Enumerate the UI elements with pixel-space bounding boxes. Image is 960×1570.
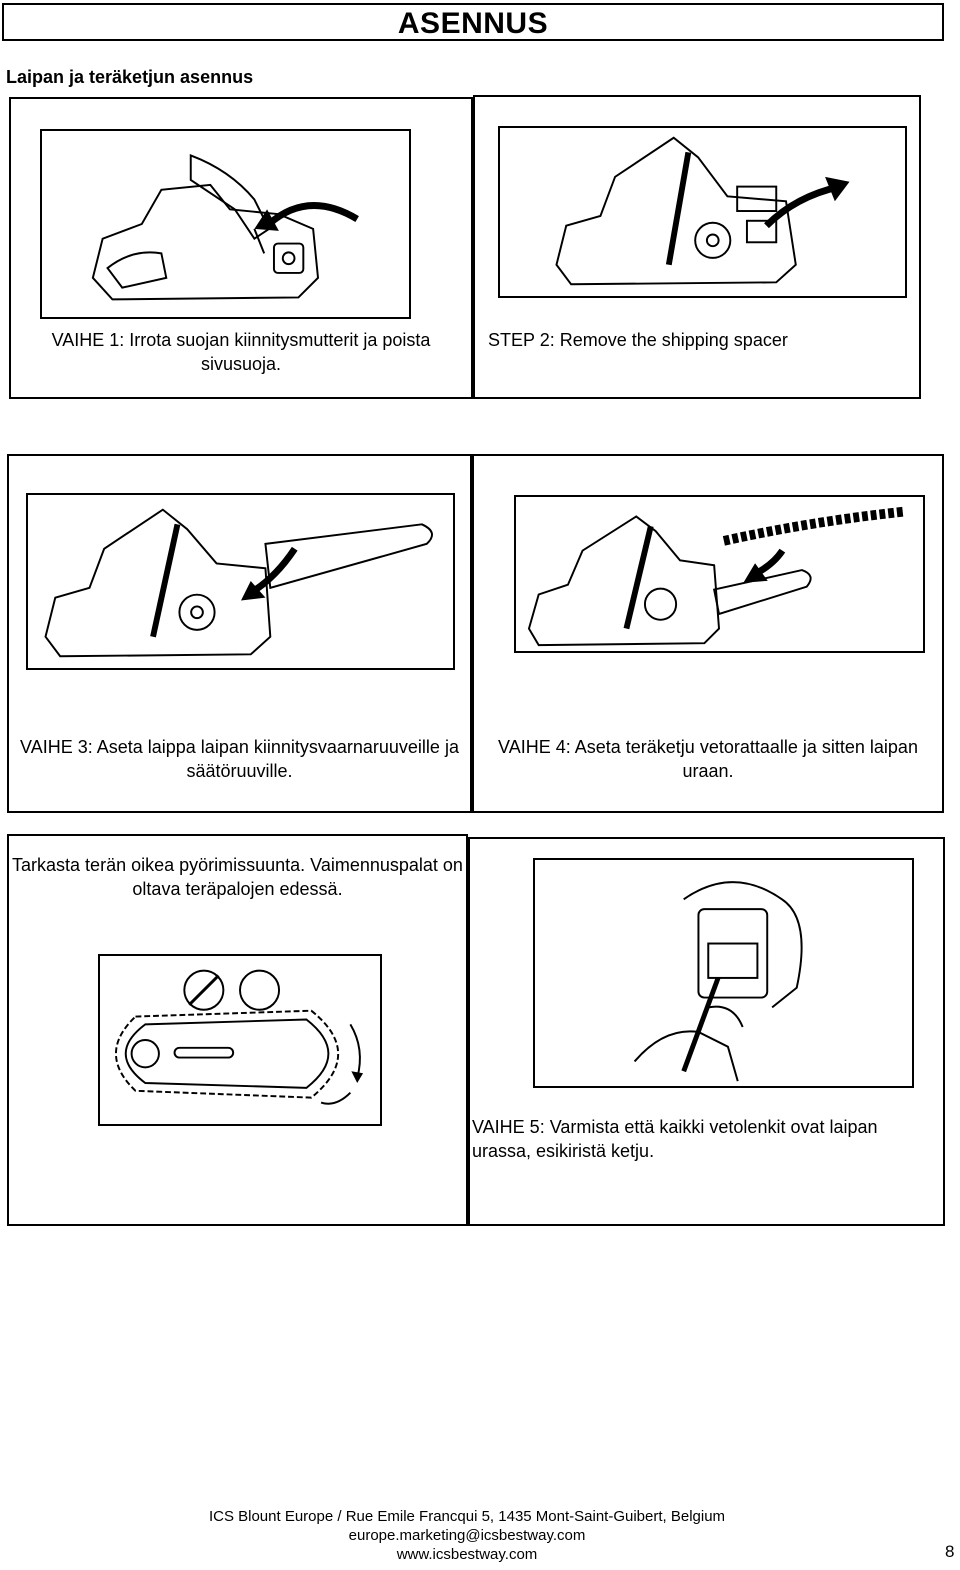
footer-email: europe.marketing@icsbestway.com [348, 1527, 586, 1544]
step-2-caption: STEP 2: Remove the shipping spacer [488, 330, 788, 350]
page-header: ASENNUS [2, 3, 944, 41]
footer-address: ICS Blount Europe / Rue Emile Francqui 5… [208, 1508, 726, 1525]
step-4-caption: VAIHE 4: Aseta teräketju vetorattaalle j… [498, 737, 918, 781]
step-2-panel [473, 95, 921, 399]
step-4-figure [514, 495, 925, 653]
direction-caption: Tarkasta terän oikea pyörimissuunta. Vai… [12, 855, 463, 899]
chain-direction-figure [98, 954, 382, 1126]
footer-web: www.icsbestway.com [396, 1546, 538, 1563]
chainsaw-cover-removal-illustration [91, 154, 359, 301]
page-footer: ICS Blount Europe / Rue Emile Francqui 5… [0, 1507, 934, 1564]
step-1-caption: VAIHE 1: Irrota suojan kiinnitysmutterit… [51, 330, 431, 374]
page-title: ASENNUS [397, 7, 549, 40]
step-1-panel [9, 97, 473, 399]
step-5-panel [468, 837, 945, 1226]
step-2-figure [498, 126, 907, 298]
step-3-panel [7, 454, 472, 813]
step-3-figure [26, 493, 455, 670]
step-4-panel [472, 454, 944, 813]
chainsaw-shipping-spacer-illustration [555, 136, 850, 286]
step-3-caption: VAIHE 3: Aseta laippa laipan kiinnitysva… [20, 737, 459, 781]
step-5-caption: VAIHE 5: Varmista että kaikki vetolenkit… [472, 1117, 878, 1161]
step-1-figure [40, 129, 411, 319]
chainsaw-tensioning-illustration [633, 881, 803, 1082]
chainsaw-chain-mounting-illustration [527, 506, 905, 647]
section-title: Laipan ja teräketjun asennus [6, 67, 254, 87]
page-number: 8 [945, 1542, 955, 1561]
step-5-figure [533, 858, 914, 1088]
direction-panel [7, 834, 468, 1226]
chainsaw-bar-mounting-illustration [44, 508, 433, 658]
chain-rotation-diagram [114, 969, 364, 1105]
